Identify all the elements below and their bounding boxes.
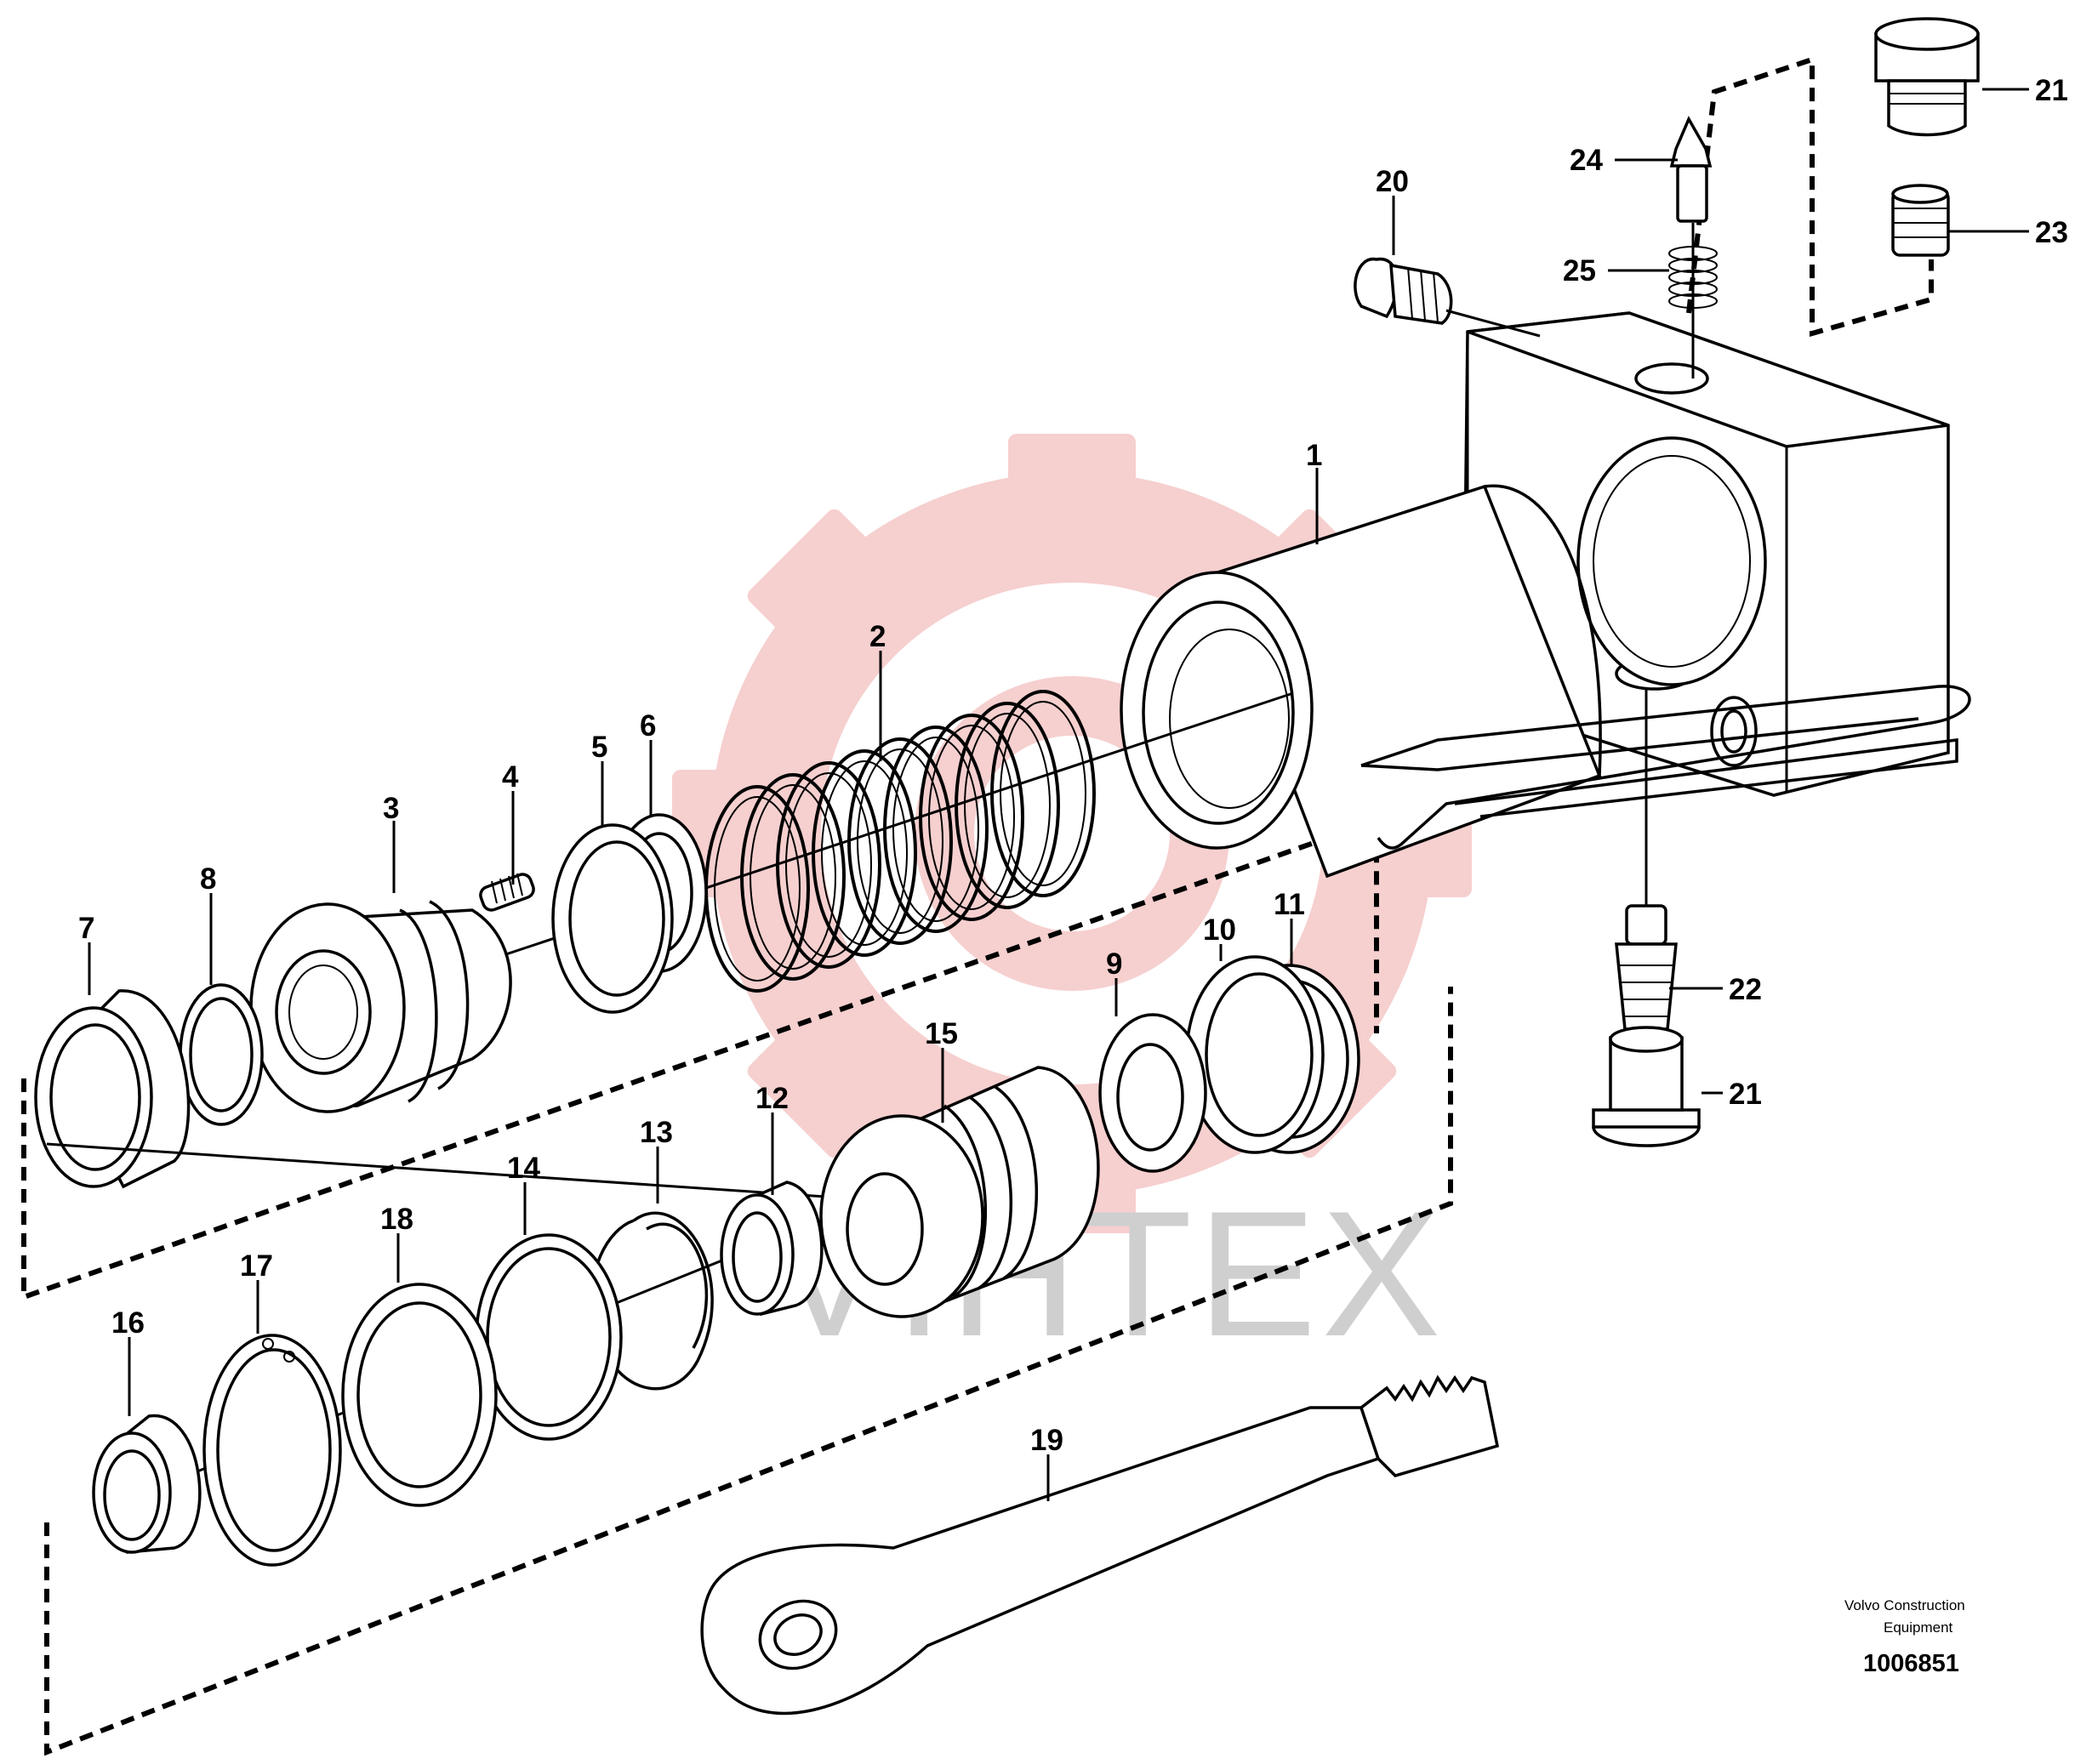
part-5-ring xyxy=(551,823,674,1014)
callout-21-top: 21 xyxy=(2035,74,2068,107)
callout-20: 20 xyxy=(1376,165,1409,198)
spring-coil xyxy=(883,726,989,933)
callout-6: 6 xyxy=(640,709,656,743)
part-22-valve xyxy=(1615,904,1678,1031)
part-1-valve-body xyxy=(1120,311,1971,879)
part-20-plug xyxy=(1354,257,1453,325)
callout-18: 18 xyxy=(380,1203,413,1236)
callout-2: 2 xyxy=(869,620,886,653)
callout-11: 11 xyxy=(1274,888,1305,921)
spring-coil-inner xyxy=(892,737,979,922)
spring-coil xyxy=(847,737,953,945)
part-7-cap-ring xyxy=(34,989,191,1189)
callout-13: 13 xyxy=(640,1116,673,1149)
part-16-seal xyxy=(92,1414,202,1554)
part-21-plug-bottom xyxy=(1592,1026,1701,1147)
leader-lines xyxy=(88,88,2029,1501)
spring-coil xyxy=(955,702,1060,909)
callout-1: 1 xyxy=(1306,439,1322,472)
spring-coil-inner xyxy=(857,748,943,934)
credit-block: Volvo Construction Equipment 1006851 xyxy=(1844,1597,1965,1677)
part-23-plug xyxy=(1891,184,1950,257)
callout-21-bottom: 21 xyxy=(1729,1078,1762,1111)
part-2-spring xyxy=(704,690,1096,993)
part-14-ring xyxy=(475,1233,623,1441)
spring-coil xyxy=(990,690,1096,897)
part-18-ring xyxy=(341,1283,498,1507)
part-8-o-ring xyxy=(179,983,264,1126)
spring-coil xyxy=(812,749,917,957)
callout-3: 3 xyxy=(383,792,399,825)
assembly-axis-2 xyxy=(46,1142,864,1201)
part-17-circlip xyxy=(202,1334,342,1567)
spring-coil-inner xyxy=(750,784,836,970)
callout-16: 16 xyxy=(111,1306,145,1340)
group-boundary-lines xyxy=(21,55,1934,1756)
spring-coil-inner xyxy=(964,713,1051,898)
spring-coil-inner xyxy=(928,725,1015,910)
part-10-ring xyxy=(1185,955,1325,1154)
callout-7: 7 xyxy=(78,912,94,945)
spring-coil-inner xyxy=(1000,701,1086,886)
callout-10: 10 xyxy=(1203,913,1236,947)
document-number: 1006851 xyxy=(1863,1650,1959,1677)
credit-line-2: Equipment xyxy=(1884,1619,1953,1636)
part-21-plug-top xyxy=(1874,17,1980,137)
callout-12: 12 xyxy=(755,1082,789,1115)
credit-line-1: Volvo Construction xyxy=(1844,1597,1965,1613)
spring-coil-inner xyxy=(785,772,872,958)
part-19-piston-rod xyxy=(700,1374,1500,1716)
spring-coil-inner xyxy=(714,796,801,982)
assembly-axis-1 xyxy=(369,691,1294,1001)
callout-4: 4 xyxy=(502,760,519,794)
spring-coil-inner xyxy=(821,760,908,946)
part-12-bushing xyxy=(720,1181,824,1317)
callout-14: 14 xyxy=(507,1152,540,1185)
callout-5: 5 xyxy=(591,731,607,764)
spring-coil xyxy=(919,714,1024,921)
callout-labels: 1 2 3 4 5 6 7 8 9 10 11 12 13 14 15 16 1… xyxy=(78,74,2068,1457)
callout-15: 15 xyxy=(925,1017,958,1050)
part-3-piston xyxy=(249,900,512,1113)
callout-25: 25 xyxy=(1563,254,1596,287)
callout-23: 23 xyxy=(2035,216,2068,249)
callout-24: 24 xyxy=(1570,144,1603,177)
callout-8: 8 xyxy=(200,862,216,896)
callout-19: 19 xyxy=(1030,1424,1063,1457)
part-9-bushing xyxy=(1098,1013,1207,1173)
callout-9: 9 xyxy=(1106,947,1122,981)
callout-17: 17 xyxy=(240,1249,273,1283)
callout-22: 22 xyxy=(1729,973,1762,1006)
part-24-pin xyxy=(1669,116,1713,223)
spring-coil xyxy=(776,761,881,969)
spring-coil xyxy=(740,773,846,981)
part-4-set-screw xyxy=(479,873,535,912)
part-15-piston xyxy=(819,1066,1100,1318)
